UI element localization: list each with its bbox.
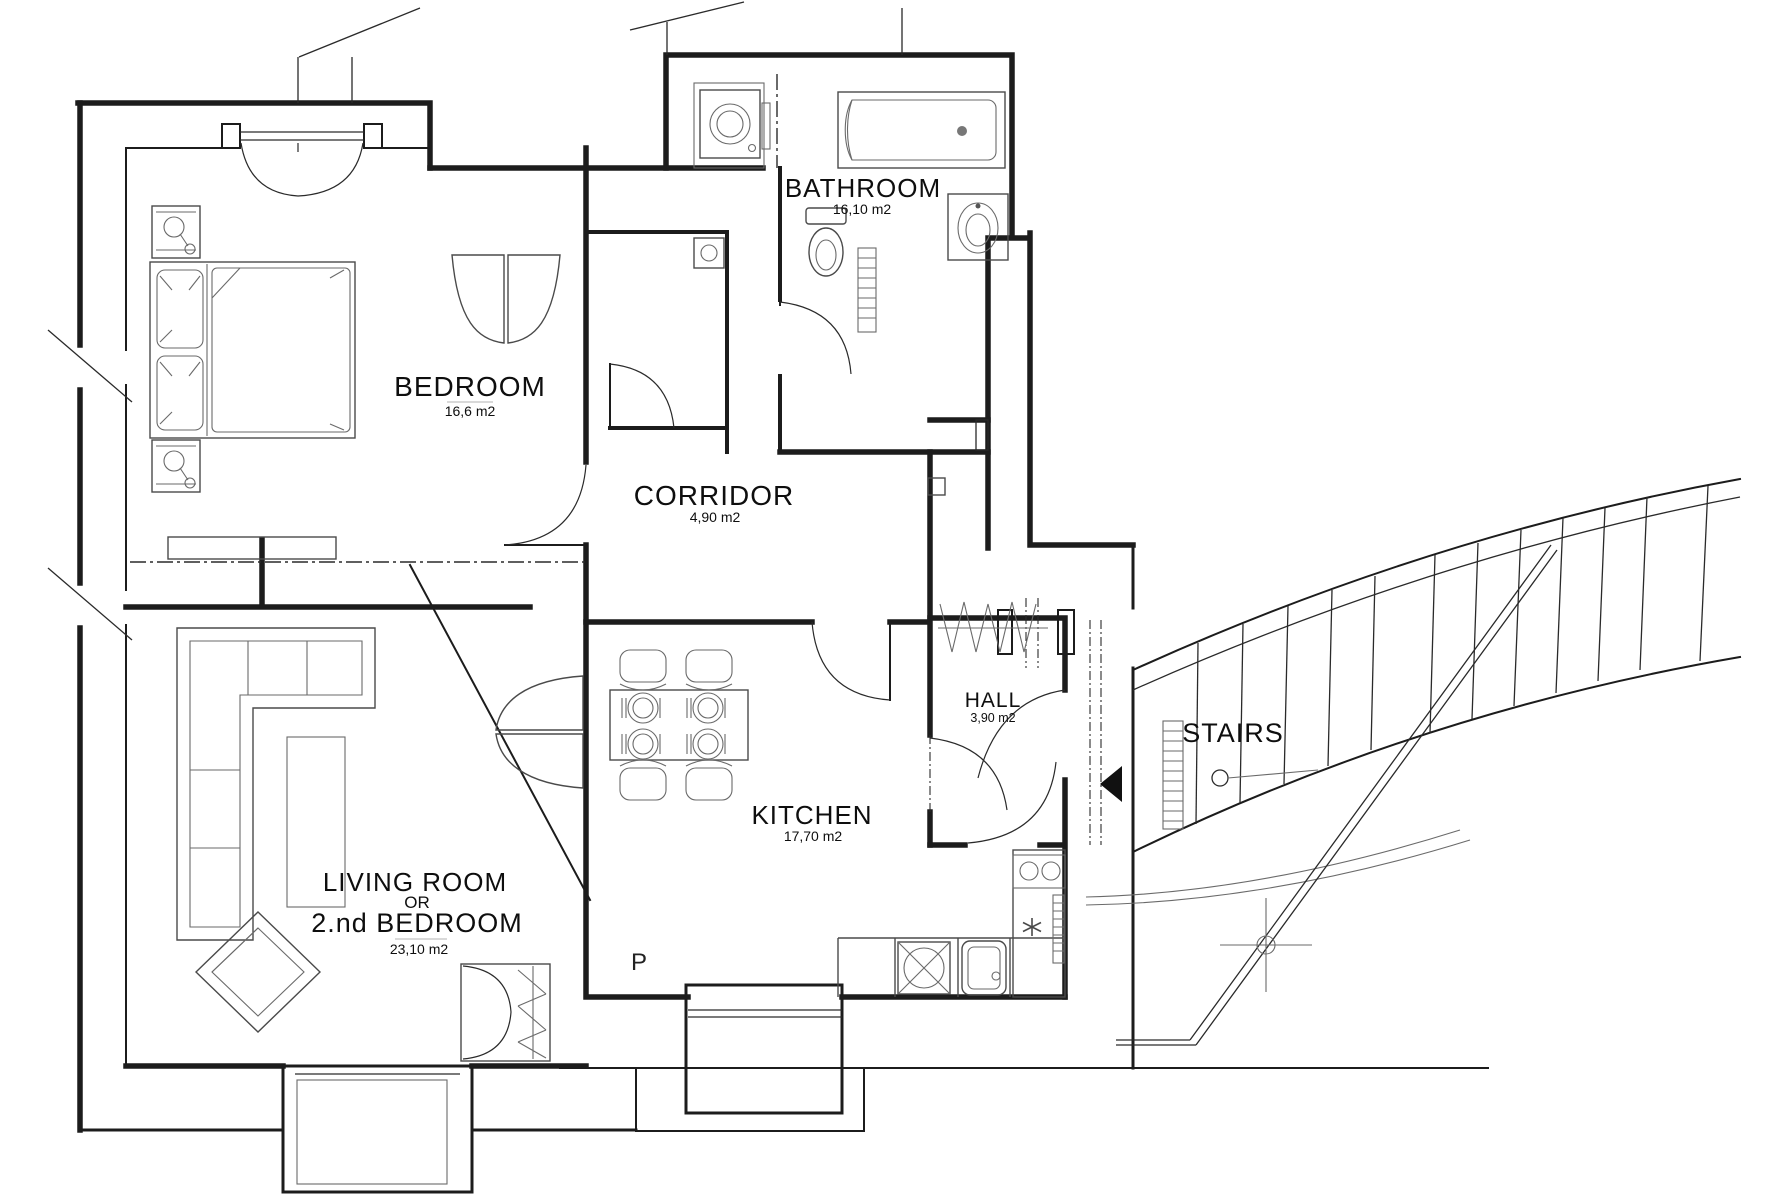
bathroom-fixtures xyxy=(693,82,1009,496)
towel-radiator xyxy=(857,247,877,333)
corridor-area: 4,90 m2 xyxy=(690,509,741,525)
stairs-handrail xyxy=(1116,544,1558,1046)
toilet xyxy=(805,207,847,225)
window-cap-left xyxy=(221,123,241,149)
hall-label: HALL xyxy=(965,689,1022,712)
pillow xyxy=(156,355,204,431)
dining-chairs xyxy=(619,649,733,801)
built-in-closet xyxy=(460,963,551,1062)
kitchen-hall-door-arc xyxy=(967,761,1057,844)
corridor-label: CORRIDOR xyxy=(634,480,794,511)
closet-detail xyxy=(693,237,725,269)
living-room-or: OR xyxy=(404,893,430,912)
window-cap-right xyxy=(363,123,383,149)
kitchen-bay-window xyxy=(684,983,844,1115)
bedroom-area: 16,6 m2 xyxy=(445,403,496,419)
wardrobe-door xyxy=(507,254,561,344)
bedroom-furniture xyxy=(149,205,561,560)
bathroom-door-arc xyxy=(779,301,852,375)
stairs-outer-edge xyxy=(1131,477,1742,672)
windows xyxy=(221,123,989,1194)
lamp-icon xyxy=(163,450,185,472)
stairs-group xyxy=(1085,477,1742,1046)
entry-triangle-marker xyxy=(1100,766,1122,802)
place-settings xyxy=(621,692,726,760)
stairs-label: STAIRS xyxy=(1182,718,1284,748)
door-leaf-symbol xyxy=(495,675,584,731)
bathtub xyxy=(837,91,1006,169)
floor-drain xyxy=(927,477,946,496)
stove xyxy=(897,941,951,995)
interior-walls xyxy=(123,145,1075,1000)
lamp-icon xyxy=(163,216,185,238)
kitchen-furniture xyxy=(609,649,1066,998)
doors xyxy=(504,299,1122,844)
wardrobe-door xyxy=(451,254,505,344)
wall-vent xyxy=(975,419,989,451)
bathroom-label: BATHROOM xyxy=(785,173,941,203)
radiator xyxy=(1162,720,1184,830)
entry-door-arc xyxy=(977,689,1066,779)
stairs-inner-edge xyxy=(1131,655,1742,854)
corner-sofa xyxy=(176,627,376,941)
survey-cross-icon xyxy=(1220,898,1312,992)
dresser xyxy=(167,536,337,560)
kitchen-column xyxy=(1012,849,1066,998)
pillow xyxy=(156,269,204,349)
living-room-bay-window xyxy=(281,1064,474,1194)
nightstand xyxy=(151,205,201,259)
bathtub-drain xyxy=(957,126,967,136)
kitchen-label: KITCHEN xyxy=(751,800,872,830)
curtain-arcs xyxy=(240,142,364,197)
shaft-box xyxy=(693,237,725,269)
living-room-label: LIVING ROOM xyxy=(323,867,507,897)
stair-treads xyxy=(1195,485,1709,825)
washing-machine xyxy=(699,89,761,159)
kitchen-door-arc xyxy=(811,621,891,701)
double-bed xyxy=(149,261,356,439)
door-leaf-symbol xyxy=(495,733,584,789)
hall-furniture xyxy=(938,601,1048,653)
living-room-area: 23,10 m2 xyxy=(390,941,449,957)
closet-door-arc xyxy=(609,363,675,429)
hall-door-arc xyxy=(929,737,1008,811)
hob xyxy=(1012,854,1066,889)
bedroom-label: BEDROOM xyxy=(394,371,546,402)
bathroom-sink xyxy=(947,193,1009,261)
room-labels: BEDROOM 16,6 m2 BATHROOM 16,10 m2 CORRID… xyxy=(311,173,1284,976)
fridge-snowflake-icon xyxy=(1022,918,1042,936)
living-room-furniture xyxy=(176,627,584,1062)
nightstand xyxy=(151,439,201,493)
kitchen-sink xyxy=(961,940,1007,996)
living-room-alt-label: 2.nd BEDROOM xyxy=(311,908,523,938)
ottoman xyxy=(286,736,346,908)
coffee-table xyxy=(194,911,322,1033)
bedroom-door-arc xyxy=(504,464,587,546)
blanket xyxy=(211,267,351,433)
p-marker: P xyxy=(631,949,647,976)
overhead-dashdot-lines xyxy=(130,74,1102,845)
bathroom-area: 16,10 m2 xyxy=(833,201,892,217)
hall-area: 3,90 m2 xyxy=(970,711,1015,725)
dining-table xyxy=(609,689,749,761)
kitchen-area: 17,70 m2 xyxy=(784,828,843,844)
stairs-node xyxy=(1211,769,1229,787)
